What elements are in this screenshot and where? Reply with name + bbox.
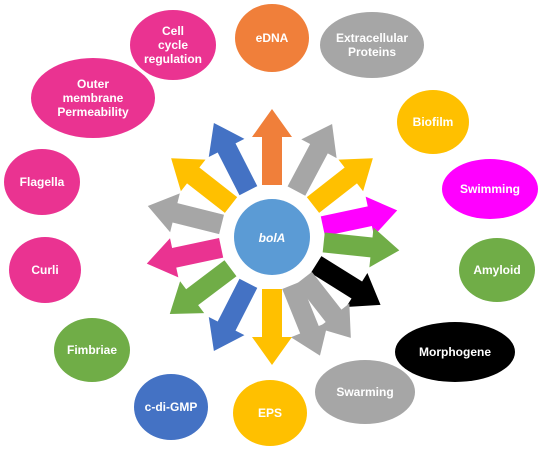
arrow-swarming-a [296, 271, 351, 338]
node-amyloid-ellipse [459, 238, 535, 302]
arrow-eps [252, 289, 292, 365]
node-flagella-label: Flagella [20, 175, 65, 189]
arrow-biofilm [306, 158, 373, 213]
node-biofilm: Biofilm [397, 90, 469, 154]
node-biofilm-label: Biofilm [413, 115, 454, 129]
node-biofilm-ellipse [397, 90, 469, 154]
node-swimming: Swimming [442, 159, 538, 219]
node-amyloid: Amyloid [459, 238, 535, 302]
node-c-di-gmp: c-di-GMP [134, 374, 208, 440]
node-curli-label: Curli [31, 263, 58, 277]
node-outer-membrane-permeability-ellipse [31, 58, 155, 138]
node-eps-ellipse [233, 380, 307, 446]
node-flagella: Flagella [4, 149, 80, 215]
arrow-extracellular-proteins [287, 123, 337, 196]
node-edna-ellipse [235, 4, 309, 72]
node-swarming-label: Swarming [336, 385, 393, 399]
node-swimming-label: Swimming [460, 182, 520, 196]
node-amyloid-label: Amyloid [473, 263, 520, 277]
node-fimbriae: Fimbriae [54, 318, 130, 382]
arrow-swarming-b [282, 281, 329, 356]
arrow-cell-cycle-regulation [208, 122, 258, 196]
arrow-curli [146, 238, 224, 278]
node-fimbriae-label: Fimbriae [67, 343, 117, 357]
bola-center-label: bolA [259, 231, 286, 245]
node-morphogene: Morphogene [395, 322, 515, 382]
node-morphogene-ellipse [395, 322, 515, 382]
node-morphogene-label: Morphogene [419, 345, 491, 359]
node-eps: EPS [233, 380, 307, 446]
node-flagella-ellipse [4, 149, 80, 215]
node-eps-label: EPS [258, 406, 282, 420]
node-edna: eDNA [235, 4, 309, 72]
node-c-di-gmp-ellipse [134, 374, 208, 440]
node-swimming-ellipse [442, 159, 538, 219]
node-curli: Curli [9, 237, 81, 303]
arrow-morphogene [310, 256, 381, 307]
arrow-amyloid [322, 227, 400, 268]
arrow-c-di-gmp [208, 278, 258, 352]
node-edna-label: eDNA [256, 31, 289, 45]
node-swarming-ellipse [315, 360, 415, 424]
node-cell-cycle-regulation-ellipse [130, 10, 216, 80]
arrows-layer [146, 109, 400, 365]
node-fimbriae-ellipse [54, 318, 130, 382]
node-swarming: Swarming [315, 360, 415, 424]
bola-center-circle [234, 199, 310, 275]
node-extracellular-proteins-ellipse [320, 12, 424, 78]
arrow-outer-membrane-permeability [171, 158, 238, 213]
arrow-fimbriae [169, 260, 237, 315]
node-c-di-gmp-label: c-di-GMP [145, 400, 198, 414]
arrow-flagella [147, 193, 224, 235]
arrow-edna [252, 109, 292, 185]
node-curli-ellipse [9, 237, 81, 303]
arrow-swimming [320, 196, 398, 236]
center-layer: bolA [234, 199, 310, 275]
